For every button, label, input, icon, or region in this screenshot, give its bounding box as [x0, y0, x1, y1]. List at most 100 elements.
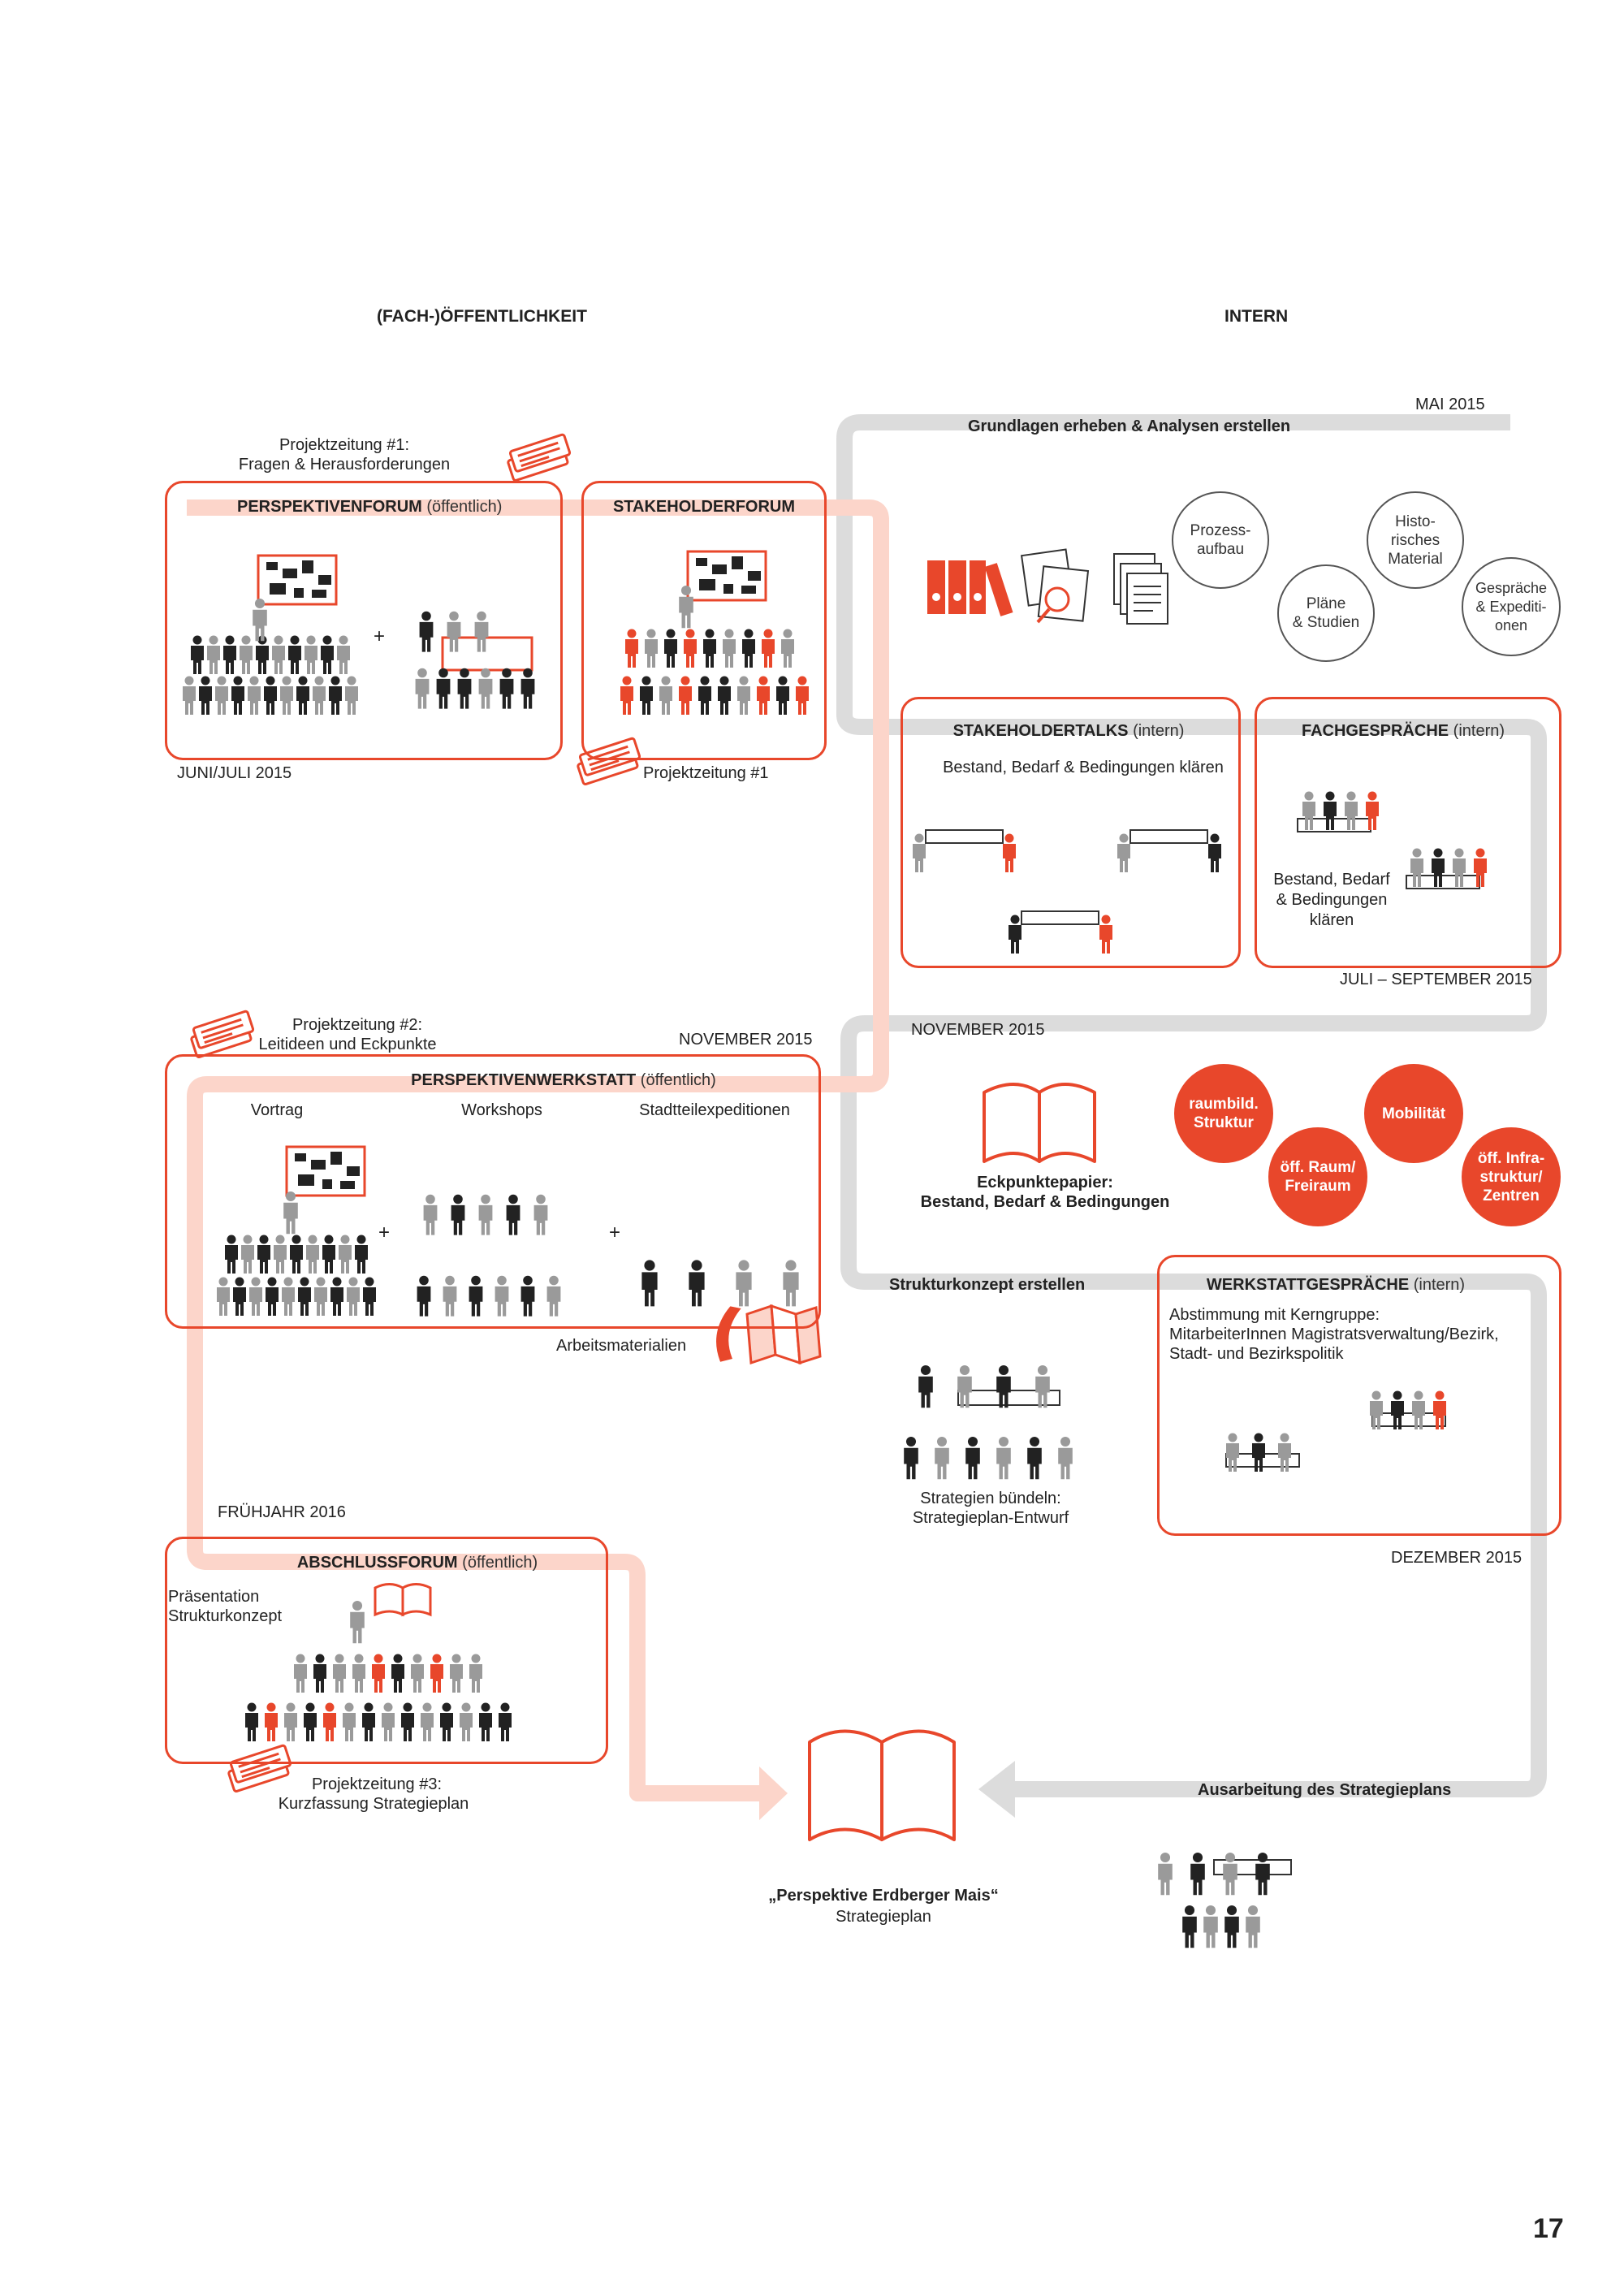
date-dezember-2015: DEZEMBER 2015: [1391, 1549, 1522, 1567]
abschlussforum-text-2: Strukturkonzept: [168, 1607, 283, 1625]
person-icon: [264, 676, 277, 715]
public-process-path: [187, 499, 889, 1801]
stakeholderforum-box: [581, 481, 827, 760]
documents-icon: [1113, 553, 1168, 625]
person-icon: [391, 1654, 404, 1693]
person-icon: [495, 1275, 509, 1317]
person-icon: [330, 1277, 343, 1316]
stakeholdertalks-text: Bestand, Bedarf & Bedingungen klären: [943, 759, 1224, 776]
person-icon: [1003, 833, 1016, 872]
strukturkonzept-caption-1: Strategien bündeln:: [920, 1490, 1061, 1507]
person-icon: [479, 1702, 492, 1741]
person-icon: [1410, 848, 1423, 887]
person-icon: [718, 676, 731, 715]
plus-sign: +: [374, 625, 386, 647]
person-icon: [253, 598, 267, 642]
person-icon: [256, 635, 269, 674]
person-icon: [419, 611, 434, 652]
person-icon: [736, 1260, 752, 1307]
person-icon: [1412, 1390, 1425, 1429]
person-icon: [757, 676, 770, 715]
person-icon: [249, 1277, 262, 1316]
person-icon: [1255, 1852, 1270, 1896]
topic-circle-plaene-studien: Pläne & Studien: [1277, 564, 1375, 662]
eckpunktepapier-title: Eckpunktepapier:: [977, 1174, 1113, 1191]
person-icon: [1058, 1436, 1073, 1480]
person-icon: [783, 1260, 799, 1307]
date-juni-juli-2015: JUNI/JULI 2015: [177, 764, 292, 782]
plus-sign: +: [378, 1222, 391, 1243]
person-icon: [1391, 1390, 1404, 1429]
topic-mobilitaet: Mobilität: [1364, 1064, 1463, 1163]
col-workshops: Workshops: [461, 1101, 542, 1119]
person-icon: [659, 676, 672, 715]
magnifier-icon: [1020, 548, 1090, 624]
person-icon: [625, 629, 638, 668]
projektzeitung2-label: Projektzeitung #2:: [292, 1016, 423, 1034]
topic-raumbildende-struktur: raumbild. Struktur: [1174, 1064, 1273, 1163]
person-icon: [469, 1275, 483, 1317]
person-icon: [762, 629, 775, 668]
person-icon: [183, 676, 196, 715]
person-icon: [284, 1702, 297, 1741]
person-icon: [304, 1702, 317, 1741]
person-icon: [679, 585, 693, 629]
person-icon: [257, 1235, 270, 1274]
person-icon: [520, 668, 535, 709]
person-icon: [233, 1277, 246, 1316]
person-icon: [345, 676, 358, 715]
person-icon: [1182, 1905, 1197, 1948]
topic-circle-prozessaufbau: Prozess- aufbau: [1172, 491, 1269, 589]
person-icon: [1208, 833, 1221, 872]
person-icon: [436, 668, 451, 709]
fachgespraeche-title: FACHGESPRÄCHE (intern): [1301, 722, 1505, 740]
person-icon: [1226, 1433, 1239, 1472]
person-icon: [1246, 1905, 1260, 1948]
person-icon: [474, 611, 489, 652]
projektzeitung3-subtitle: Kurzfassung Strategieplan: [278, 1795, 469, 1813]
person-icon: [288, 635, 301, 674]
person-icon: [248, 676, 261, 715]
person-icon: [640, 676, 653, 715]
perspektivenforum-box: [165, 481, 563, 760]
person-icon: [443, 1275, 457, 1317]
person-icon: [499, 668, 514, 709]
person-icon: [645, 629, 658, 668]
open-book-icon: [374, 1583, 432, 1617]
intern-process-path: [836, 414, 1547, 1797]
person-icon: [333, 1654, 346, 1693]
person-icon: [352, 1654, 365, 1693]
perspektivenwerkstatt-title: PERSPEKTIVENWERKSTATT (öffentlich): [411, 1071, 716, 1089]
person-icon: [191, 635, 204, 674]
date-juli-september-2015: JULI – SEPTEMBER 2015: [1340, 971, 1532, 988]
person-icon: [245, 1702, 258, 1741]
person-icon: [499, 1702, 512, 1741]
person-icon: [478, 668, 493, 709]
person-icon: [417, 1275, 431, 1317]
person-icon: [546, 1275, 561, 1317]
person-icon: [1252, 1433, 1265, 1472]
column-heading-public: (FACH-)ÖFFENTLICHKEIT: [377, 307, 587, 326]
person-icon: [350, 1600, 365, 1644]
person-icon: [266, 1277, 279, 1316]
person-icon: [215, 676, 228, 715]
perspektivenforum-title: PERSPEKTIVENFORUM (öffentlich): [237, 498, 503, 516]
person-icon: [240, 635, 253, 674]
abschlussforum-box: [165, 1537, 608, 1764]
topic-oeffentlicher-raum: öff. Raum/ Freiraum: [1268, 1127, 1367, 1226]
projektzeitung2-subtitle: Leitideen und Eckpunkte: [258, 1036, 437, 1053]
person-icon: [918, 1364, 933, 1408]
person-icon: [313, 1654, 326, 1693]
person-icon: [620, 676, 633, 715]
person-icon: [664, 629, 677, 668]
person-icon: [460, 1702, 473, 1741]
column-heading-intern: INTERN: [1224, 307, 1289, 326]
person-icon: [684, 629, 697, 668]
werkstattgespraeche-text-1: Abstimmung mit Kerngruppe:: [1169, 1306, 1380, 1324]
person-icon: [294, 1654, 307, 1693]
person-icon: [520, 1275, 535, 1317]
werkstattgespraeche-title: WERKSTATTGESPRÄCHE (intern): [1206, 1276, 1466, 1294]
person-icon: [421, 1702, 434, 1741]
page-number: 17: [1533, 2213, 1564, 2244]
person-icon: [314, 1277, 327, 1316]
